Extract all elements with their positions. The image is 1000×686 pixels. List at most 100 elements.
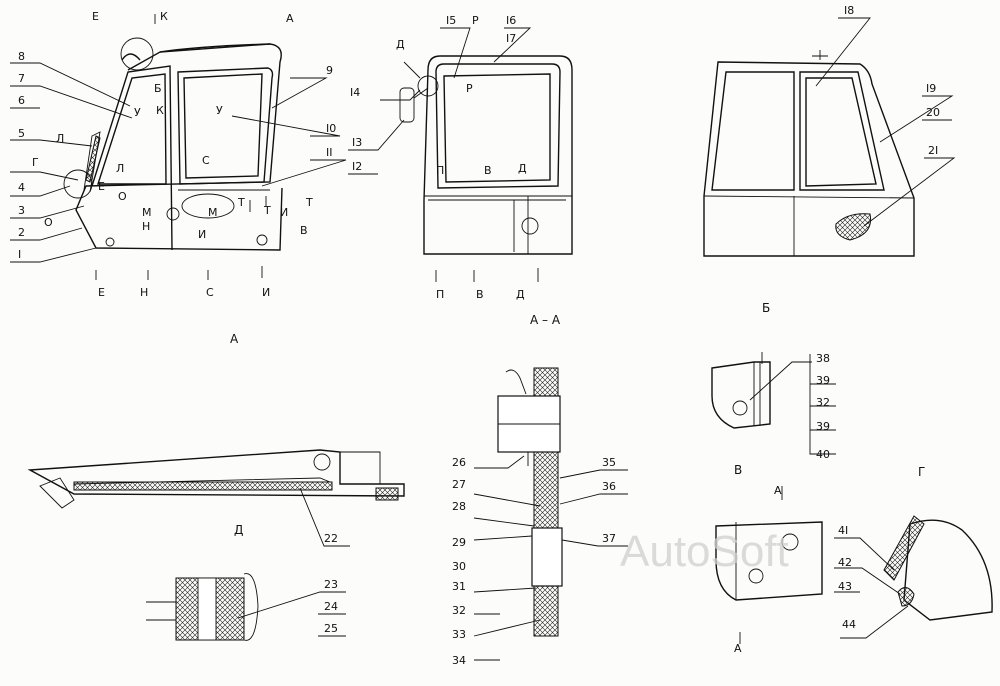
callout-30: 30 — [452, 560, 466, 573]
marker: Р — [466, 82, 473, 95]
marker: О — [44, 216, 53, 229]
marker: Е — [98, 286, 105, 299]
marker: Н — [142, 220, 150, 233]
marker: Р — [472, 14, 479, 27]
callout-d: Д — [396, 38, 405, 51]
callout-43: 43 — [838, 580, 852, 593]
view-a-callouts: 8 7 6 5 Г 4 3 2 I 9 I0 II — [18, 50, 336, 261]
view-b-title: Б — [762, 301, 770, 315]
view-v-leaders — [749, 354, 836, 455]
marker: О — [118, 190, 127, 203]
callout-19: I9 — [926, 82, 936, 95]
bolt-labels: 23 24 25 — [324, 578, 338, 635]
marker: Б — [154, 82, 162, 95]
marker: Е — [92, 10, 99, 23]
callout-28: 28 — [452, 500, 466, 513]
marker: Д — [518, 162, 527, 175]
section-labels: 26 27 28 29 30 31 32 33 34 35 36 37 — [452, 456, 616, 667]
view-g — [715, 486, 993, 644]
view-aa — [399, 55, 573, 282]
callout-23: 23 — [324, 578, 338, 591]
callout-24: 24 — [324, 600, 338, 613]
callout-41: 4I — [838, 524, 848, 537]
callout-33: 33 — [452, 628, 466, 641]
view-b — [703, 50, 915, 257]
marker: Т — [237, 196, 245, 209]
callout-22: 22 — [324, 532, 338, 545]
marker: А — [734, 642, 742, 655]
marker: К — [160, 10, 168, 23]
marker: У — [134, 106, 141, 119]
callout-26: 26 — [452, 456, 466, 469]
marker: И — [262, 286, 270, 299]
section-leaders — [473, 455, 628, 661]
callout-35: 35 — [602, 456, 616, 469]
vertical-section — [497, 367, 563, 637]
marker: П — [436, 164, 444, 177]
callout-29: 29 — [452, 536, 466, 549]
bolt-detail — [146, 573, 259, 641]
view-g-leaders — [834, 537, 909, 639]
view-b-labels: I8 I9 20 2I Б — [762, 4, 940, 315]
callout-42: 42 — [838, 556, 852, 569]
marker: В — [300, 224, 308, 237]
view-v — [711, 352, 771, 429]
view-d — [27, 449, 405, 509]
callout-25: 25 — [324, 622, 338, 635]
callout-1: I — [18, 248, 21, 261]
callout-21: 2I — [928, 144, 938, 157]
marker: С — [202, 154, 210, 167]
callout-27: 27 — [452, 478, 466, 491]
view-a-markers: Е К А Б У К У Л Л С О Е М Н М Т Т И Т О … — [44, 10, 313, 346]
view-v-title: В — [734, 463, 742, 477]
callout-4: 4 — [18, 181, 25, 194]
marker: М — [142, 206, 152, 219]
marker: Л — [116, 162, 124, 175]
marker: Л — [56, 132, 64, 145]
callout-g: Г — [32, 156, 39, 169]
marker: П — [436, 288, 444, 301]
callout-32: 32 — [452, 604, 466, 617]
view-g-title: Г — [918, 465, 925, 479]
view-aa-labels: Д I4 I3 I2 I5 I6 I7 Р Р П В Д П В Д А – … — [350, 14, 561, 327]
callout-39: 39 — [816, 374, 830, 387]
marker: В — [484, 164, 492, 177]
marker: И — [198, 228, 206, 241]
callout-44: 44 — [842, 618, 856, 631]
marker: В — [476, 288, 484, 301]
view-v-labels: 38 39 32 39 40 В — [734, 352, 830, 477]
view-d-leaders — [299, 487, 350, 547]
callout-38: 38 — [816, 352, 830, 365]
marker: Е — [98, 180, 105, 193]
view-aa-leaders — [348, 27, 532, 175]
callout-7: 7 — [18, 72, 25, 85]
watermark: AutoSoft — [620, 527, 789, 576]
callout-40: 40 — [816, 448, 830, 461]
view-d-title: Д — [234, 523, 243, 537]
callout-12: I2 — [352, 160, 362, 173]
callout-17: I7 — [506, 32, 516, 45]
marker: А — [286, 12, 294, 25]
view-aa-title: А – А — [530, 313, 561, 327]
marker: А — [774, 484, 782, 497]
callout-13: I3 — [352, 136, 362, 149]
callout-11: II — [326, 146, 333, 159]
callout-9: 9 — [326, 64, 333, 77]
callout-3: 3 — [18, 204, 25, 217]
callout-14: I4 — [350, 86, 360, 99]
marker: И — [280, 206, 288, 219]
view-a-leaders — [10, 62, 347, 263]
callout-15: I5 — [446, 14, 456, 27]
callout-31: 31 — [452, 580, 466, 593]
marker: М — [208, 206, 218, 219]
marker: Д — [516, 288, 525, 301]
callout-32: 32 — [816, 396, 830, 409]
view-a — [63, 14, 283, 280]
view-b-leaders — [815, 17, 956, 227]
callout-8: 8 — [18, 50, 25, 63]
callout-5: 5 — [18, 127, 25, 140]
bolt-leaders — [237, 591, 346, 637]
marker: К — [156, 104, 164, 117]
marker: С — [206, 286, 214, 299]
